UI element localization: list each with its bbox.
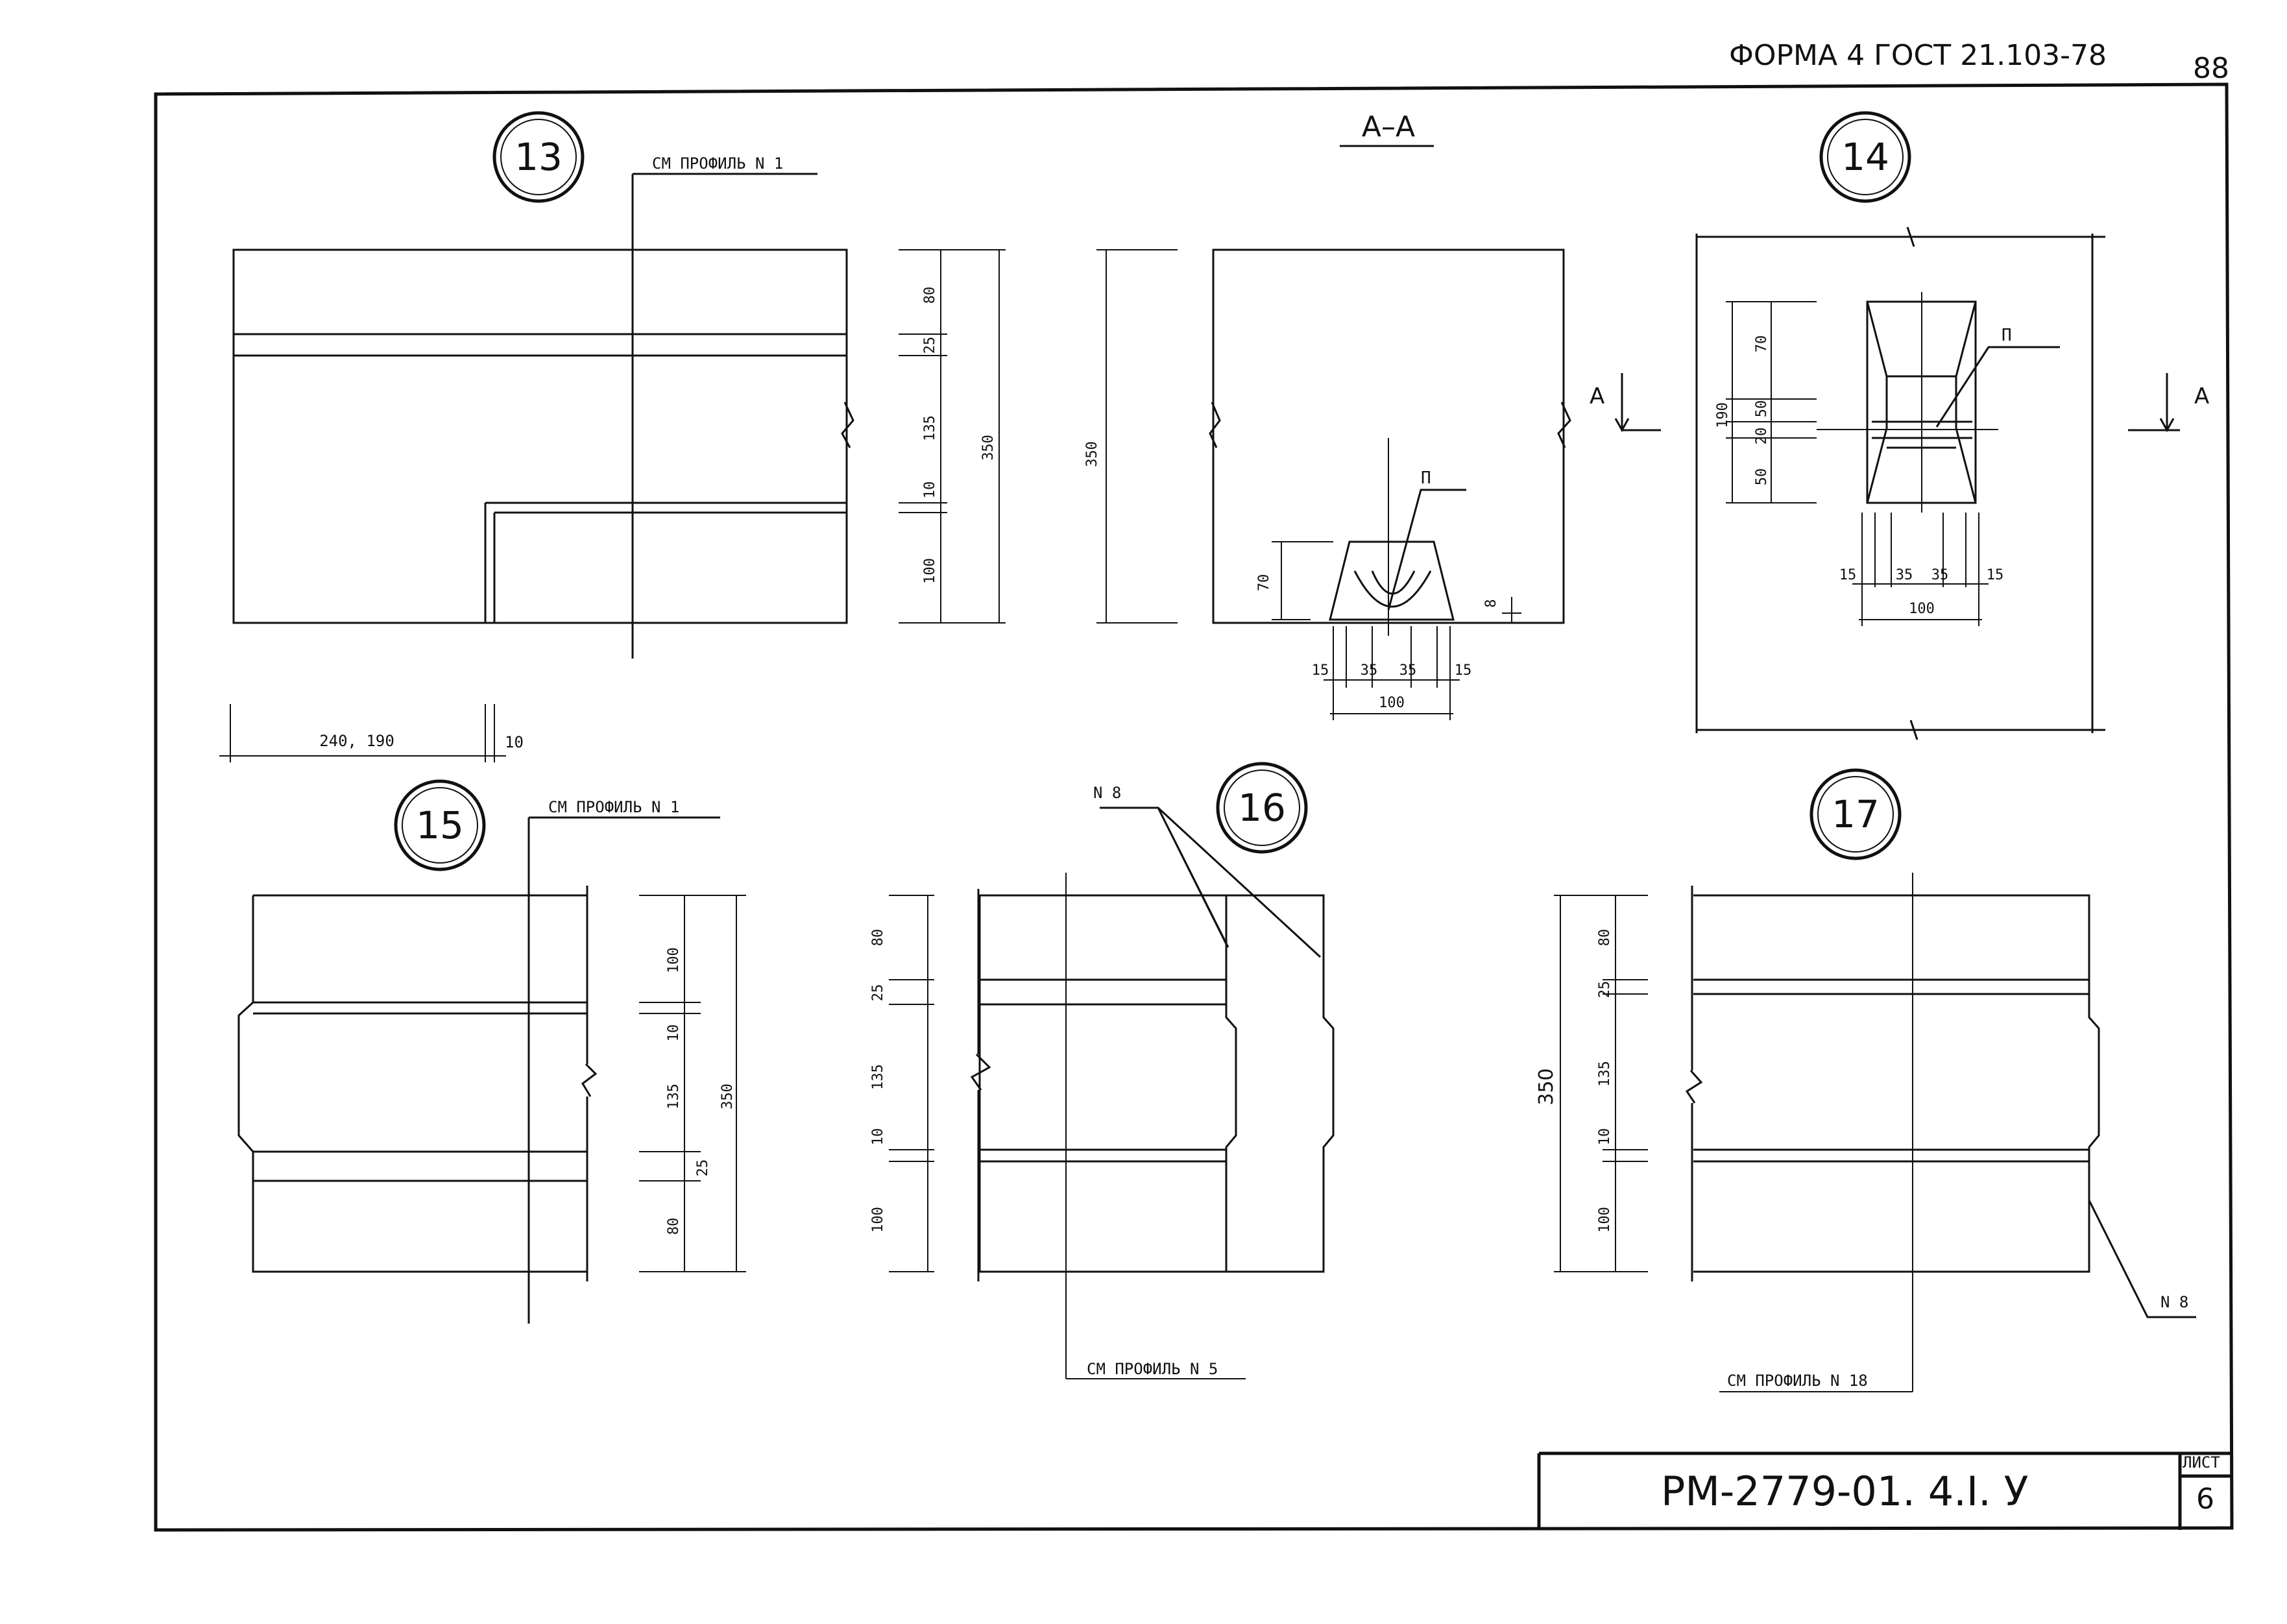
d15-dim-350: 350: [720, 1084, 736, 1109]
d13-dim-100: 100: [922, 558, 938, 584]
form-label: ФОРМА 4 ГОСТ 21.103-78: [1729, 39, 2107, 72]
d13-dim-10: 10: [922, 481, 938, 499]
detail-17-number: 17: [1832, 792, 1880, 836]
detail-15-number: 15: [416, 803, 464, 847]
d15-dim-135: 135: [666, 1084, 682, 1109]
detail-13-number: 13: [514, 135, 563, 179]
section-dim-35a: 35: [1361, 662, 1378, 679]
d13-dim-width: 240, 190: [319, 732, 394, 750]
d14-marker-p: П: [2002, 326, 2012, 345]
d15-dim-10: 10: [666, 1024, 682, 1042]
detail-17-ref: СМ ПРОФИЛЬ N 18: [1727, 1372, 1868, 1390]
detail-15: 15 СМ ПРОФИЛЬ N 1 100 10 135 25 80 350: [237, 779, 746, 1324]
d14-dim-15a: 15: [1839, 567, 1857, 583]
d13-dim-gap: 10: [505, 733, 524, 751]
d16-dim-25: 25: [870, 984, 886, 1002]
d13-dim-135: 135: [922, 415, 938, 441]
d13-dim-350: 350: [980, 435, 997, 461]
section-dim-8: 8: [1483, 599, 1499, 607]
section-dim-15a: 15: [1312, 662, 1329, 679]
d16-leader-label: N 8: [1093, 784, 1121, 802]
d17-dim-100: 100: [1597, 1207, 1613, 1233]
d17-leader-label: N 8: [2160, 1293, 2188, 1311]
sheet-label: ЛИСТ: [2183, 1453, 2220, 1472]
title-block: РМ-2779-01. 4.I. У ЛИСТ 6: [1537, 1451, 2232, 1530]
d17-dim-25: 25: [1597, 981, 1613, 999]
d13-dim-25: 25: [922, 337, 938, 354]
detail-13-marker: [492, 111, 585, 203]
section-dim-350: 350: [1084, 441, 1100, 467]
detail-15-ref: СМ ПРОФИЛЬ N 1: [548, 798, 679, 816]
d17-dim-135: 135: [1597, 1061, 1613, 1087]
d16-dim-80: 80: [870, 929, 886, 947]
d17-dim-80: 80: [1597, 929, 1613, 947]
detail-14: 14 П 70 50 20 50 190 15 35 35 15 100 А А: [1590, 111, 2209, 740]
d17-dim-350: 350: [1535, 1068, 1558, 1105]
d13-dim-80: 80: [922, 287, 938, 304]
detail-13: 13 СМ ПРОФИЛЬ N 1 80 25 135 10 100 350 2…: [219, 111, 1006, 762]
detail-13-ref: СМ ПРОФИЛЬ N 1: [652, 154, 783, 173]
sheet-frame: [154, 82, 2234, 1532]
section-dim-35b: 35: [1399, 662, 1417, 679]
d17-dim-10: 10: [1597, 1128, 1613, 1146]
detail-16: 16 N 8 СМ ПРОФИЛЬ N 5 80 25 135 10 100: [870, 762, 1335, 1379]
d15-dim-100: 100: [666, 947, 682, 973]
detail-17: 17 СМ ПРОФИЛЬ N 18 N 8 80 25 135 10 100 …: [1535, 768, 2196, 1392]
d16-dim-100: 100: [870, 1207, 886, 1233]
sheet-number: 6: [2196, 1483, 2214, 1516]
d14-dim-35b: 35: [1931, 567, 1949, 583]
section-a-a: А–А 350 П 70 8 15 35 35 15 100: [1084, 110, 1571, 720]
detail-14-marker: [1819, 111, 1911, 203]
detail-16-ref: СМ ПРОФИЛЬ N 5: [1087, 1360, 1218, 1378]
section-dim-70: 70: [1256, 574, 1272, 592]
d14-dim-190: 190: [1715, 402, 1731, 428]
d16-dim-135: 135: [870, 1064, 886, 1090]
d14-dim-70: 70: [1754, 335, 1770, 353]
section-dim-15b: 15: [1455, 662, 1472, 679]
d14-dim-50b: 50: [1754, 468, 1770, 486]
d14-dim-35a: 35: [1896, 567, 1913, 583]
d14-dim-15b: 15: [1987, 567, 2004, 583]
detail-16-number: 16: [1238, 786, 1286, 830]
detail-15-marker: [394, 779, 486, 871]
d15-dim-25: 25: [695, 1159, 711, 1177]
detail-17-marker: [1809, 768, 1902, 860]
d14-dim-100: 100: [1909, 601, 1935, 617]
cut-a-right: А: [2194, 383, 2209, 409]
detail-16-marker: [1216, 762, 1308, 854]
d16-dim-10: 10: [870, 1128, 886, 1146]
cut-a-left: А: [1590, 383, 1604, 409]
detail-14-number: 14: [1841, 135, 1889, 179]
section-dim-100: 100: [1379, 695, 1405, 711]
doc-code: РМ-2779-01. 4.I. У: [1661, 1468, 2028, 1515]
page-number: 88: [2193, 52, 2229, 85]
section-label: А–А: [1362, 110, 1415, 143]
section-marker-p: П: [1421, 468, 1431, 488]
d14-dim-50a: 50: [1754, 400, 1770, 418]
d15-dim-80: 80: [666, 1218, 682, 1235]
d14-dim-20: 20: [1754, 428, 1770, 445]
